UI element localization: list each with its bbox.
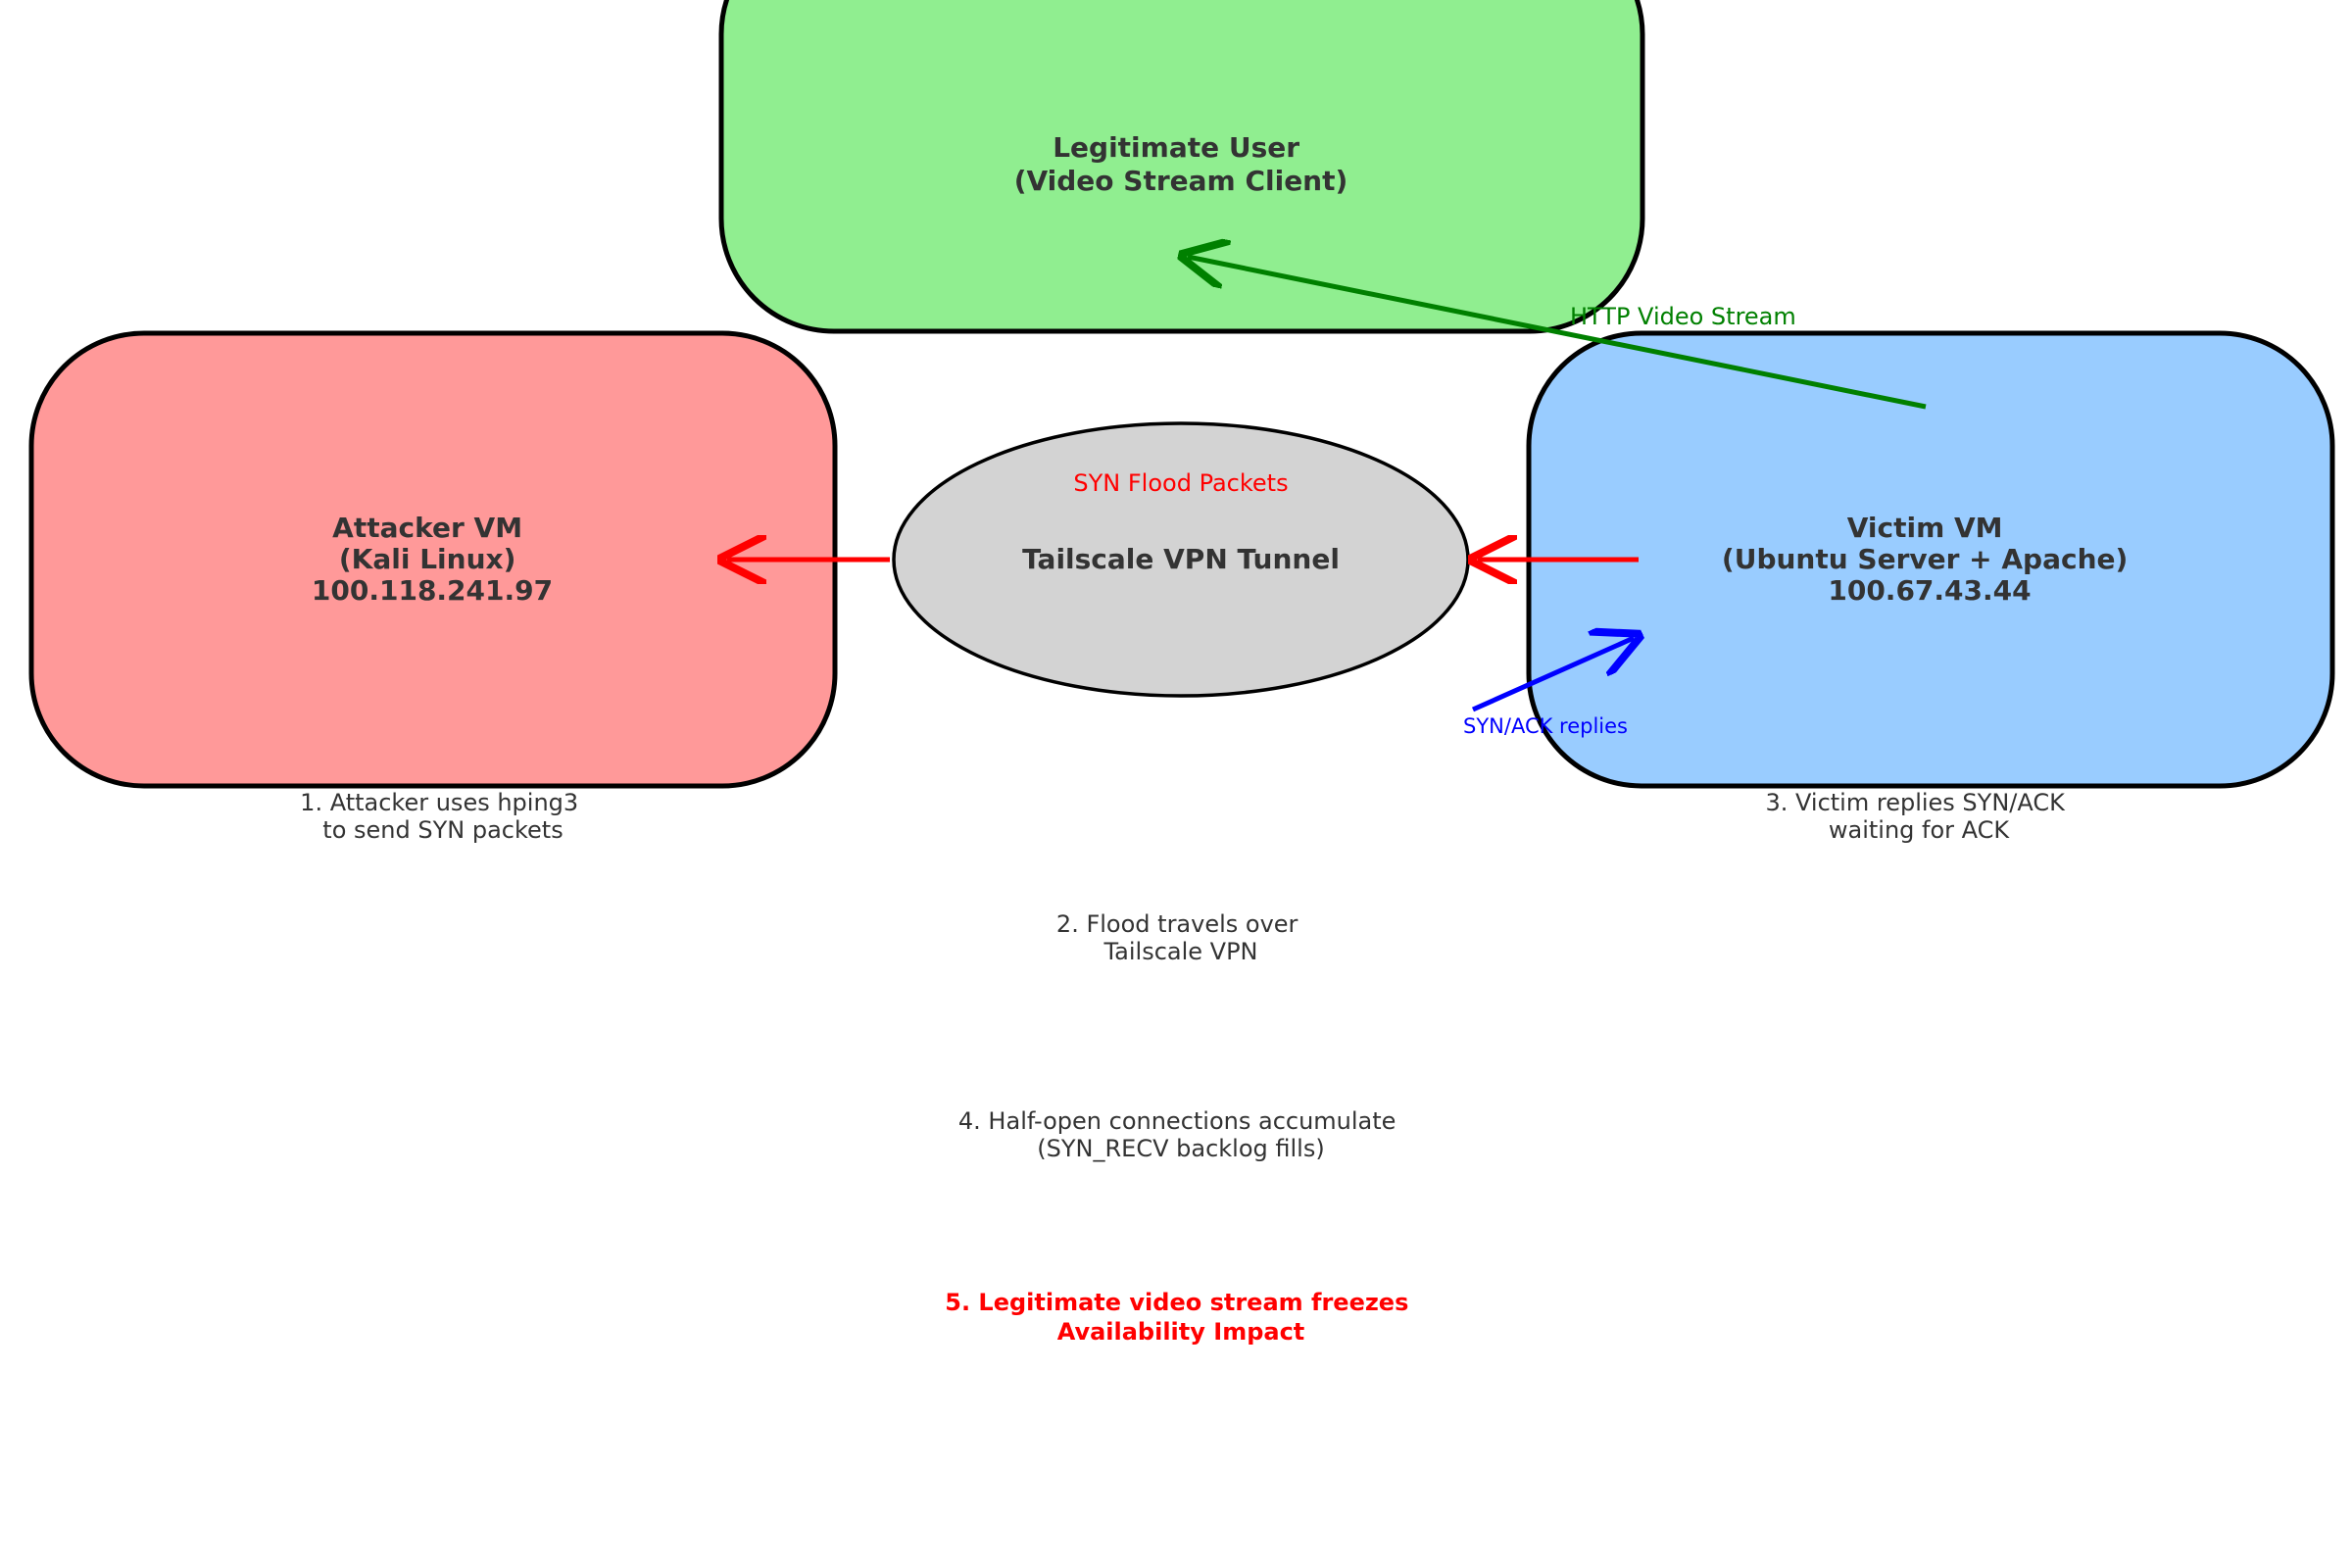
- step-5-line-1: 5. Legitimate video stream freezes: [945, 1289, 1408, 1316]
- step-1-line-1: 1. Attacker uses hping3: [300, 789, 578, 816]
- attacker-title: Attacker VM: [332, 512, 522, 544]
- vpn-tunnel-title: Tailscale VPN Tunnel: [1022, 543, 1340, 575]
- step-1-annotation: 1. Attacker uses hping3 to send SYN pack…: [300, 789, 586, 844]
- legitimate-user-subtitle: (Video Stream Client): [1014, 165, 1348, 197]
- attacker-ip: 100.118.241.97: [312, 574, 553, 607]
- step-1-line-2: to send SYN packets: [322, 816, 563, 844]
- svg-text:Tailscale VPN Tunnel: Tailscale VPN Tunnel: [1022, 543, 1340, 575]
- victim-title: Victim VM: [1847, 512, 2003, 544]
- step-3-line-2: waiting for ACK: [1829, 816, 2011, 844]
- step-2-line-2: Tailscale VPN: [1102, 938, 1257, 965]
- step-4-annotation: 4. Half-open connections accumulate (SYN…: [958, 1107, 1403, 1162]
- step-2-annotation: 2. Flood travels over Tailscale VPN: [1056, 910, 1305, 965]
- svg-text:Victim VM (Ubuntu Server: Victim VM (Ubuntu Server + Apache) 100.6…: [1722, 512, 2137, 607]
- step-3-line-1: 3. Victim replies SYN/ACK: [1765, 789, 2066, 816]
- svg-text:Attacker VM (Kali Linux): Attacker VM (Kali Linux) 100.118.241.97: [312, 512, 553, 607]
- syn-flood-label: SYN Flood Packets: [1073, 469, 1288, 497]
- attacker-os: (Kali Linux): [339, 543, 516, 575]
- legitimate-user-node: Legitimate User (Video Stream Client): [718, 0, 1645, 334]
- svg-text:Legitimate User (Video S: Legitimate User (Video Stream Client): [1014, 131, 1348, 197]
- attacker-node: Attacker VM (Kali Linux) 100.118.241.97: [28, 330, 838, 789]
- legitimate-user-box: [718, 0, 1645, 334]
- vpn-tunnel-node: Tailscale VPN Tunnel: [892, 421, 1470, 698]
- step-4-line-2: (SYN_RECV backlog fills): [1037, 1135, 1324, 1162]
- step-5-annotation: 5. Legitimate video stream freezes Avail…: [945, 1289, 1416, 1346]
- step-4-line-1: 4. Half-open connections accumulate: [958, 1107, 1396, 1135]
- legitimate-user-title: Legitimate User: [1053, 131, 1299, 164]
- step-2-line-1: 2. Flood travels over: [1056, 910, 1298, 938]
- victim-os: (Ubuntu Server + Apache): [1722, 543, 2128, 575]
- syn-ack-label: SYN/ACK replies: [1463, 714, 1628, 738]
- syn-ack-arrow: [1471, 638, 1634, 712]
- http-stream-label: HTTP Video Stream: [1570, 303, 1796, 330]
- victim-node: Victim VM (Ubuntu Server + Apache) 100.6…: [1526, 330, 2335, 789]
- step-5-line-2: Availability Impact: [1057, 1318, 1305, 1346]
- victim-ip: 100.67.43.44: [1828, 574, 2031, 607]
- http-stream-arrow: [1188, 257, 1927, 410]
- step-3-annotation: 3. Victim replies SYN/ACK waiting for AC…: [1765, 789, 2072, 844]
